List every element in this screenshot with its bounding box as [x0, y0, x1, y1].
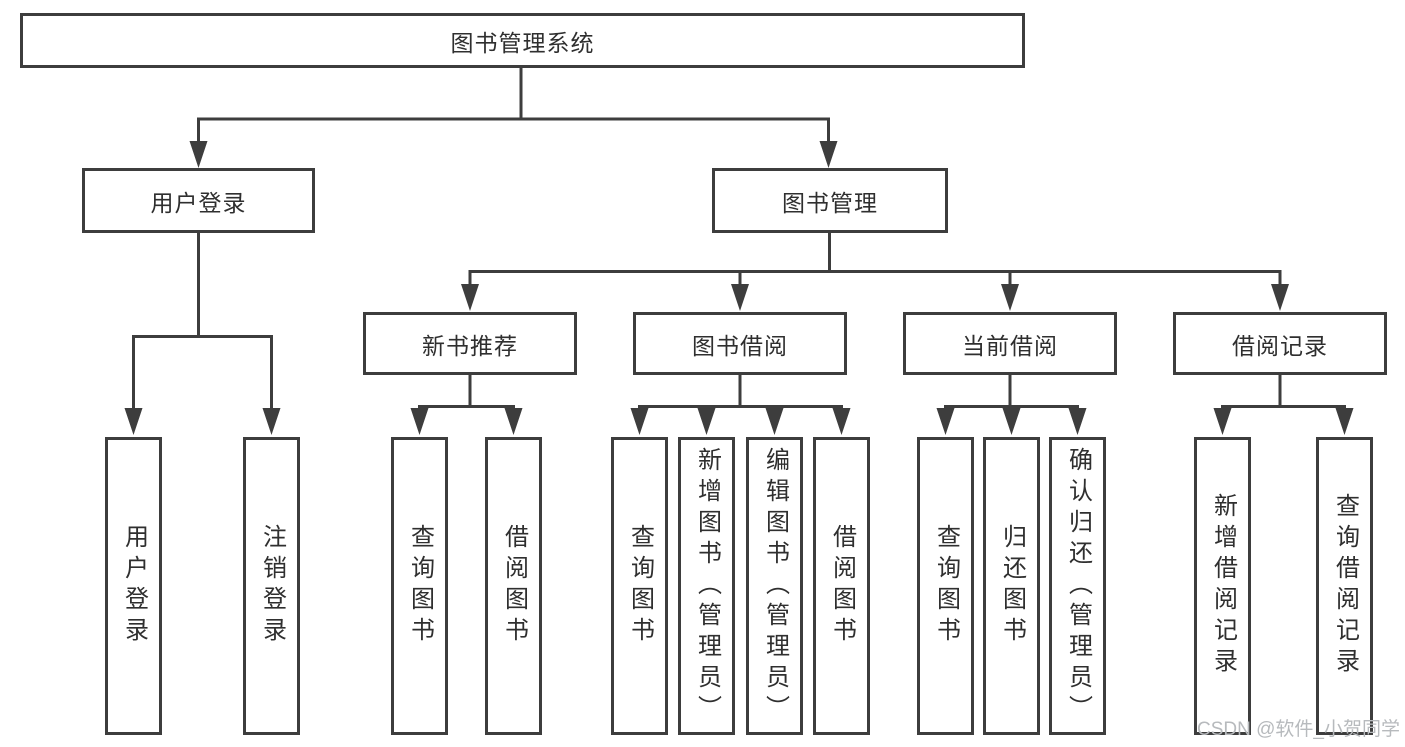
leaf-borrowing-query-books: 查询图书: [611, 437, 668, 735]
node-label: 新书推荐: [422, 332, 518, 359]
leaf-borrowing-borrow-books: 借阅图书: [813, 437, 870, 735]
csdn-watermark: CSDN @软件_小贺同学: [1197, 719, 1400, 740]
leaf-recommend-borrow-books: 借阅图书: [485, 437, 542, 735]
node-label: 确认归还（管理员）: [1064, 446, 1092, 726]
node-book-management: 图书管理: [712, 168, 948, 233]
node-label: 借阅图书: [828, 524, 856, 648]
node-label: 查询借阅记录: [1331, 493, 1359, 679]
node-label: 查询图书: [626, 524, 654, 648]
leaf-user-login: 用户登录: [105, 437, 162, 735]
node-label: 借阅记录: [1232, 332, 1328, 359]
node-label: 查询图书: [932, 524, 960, 648]
node-user-login: 用户登录: [82, 168, 315, 233]
node-label: 编辑图书（管理员）: [761, 446, 789, 726]
node-label: 图书借阅: [692, 332, 788, 359]
leaf-add-books-admin: 新增图书（管理员）: [678, 437, 735, 735]
node-book-borrowing: 图书借阅: [633, 312, 847, 375]
node-label: 查询图书: [406, 524, 434, 648]
node-library-management-system: 图书管理系统: [20, 13, 1025, 68]
node-borrowing-records: 借阅记录: [1173, 312, 1387, 375]
arrowhead-icons: [124, 141, 1354, 435]
leaf-logout: 注销登录: [243, 437, 300, 735]
leaf-query-borrow-record: 查询借阅记录: [1316, 437, 1373, 735]
node-label: 新增借阅记录: [1209, 493, 1237, 679]
node-label: 用户登录: [120, 524, 148, 648]
leaf-recommend-query-books: 查询图书: [391, 437, 448, 735]
node-label: 图书管理: [782, 189, 878, 216]
leaf-add-borrow-record: 新增借阅记录: [1194, 437, 1251, 735]
node-label: 用户登录: [150, 189, 247, 216]
node-label: 归还图书: [998, 524, 1026, 648]
leaf-confirm-return-admin: 确认归还（管理员）: [1049, 437, 1106, 735]
node-label: 图书管理系统: [450, 29, 595, 56]
node-label: 注销登录: [258, 524, 286, 648]
node-current-borrowing: 当前借阅: [903, 312, 1117, 375]
node-label: 当前借阅: [962, 332, 1058, 359]
node-label: 借阅图书: [500, 524, 528, 648]
node-label: 新增图书（管理员）: [693, 446, 721, 726]
node-new-book-recommend: 新书推荐: [363, 312, 577, 375]
leaf-current-query-books: 查询图书: [917, 437, 974, 735]
leaf-edit-books-admin: 编辑图书（管理员）: [746, 437, 803, 735]
leaf-return-books: 归还图书: [983, 437, 1040, 735]
